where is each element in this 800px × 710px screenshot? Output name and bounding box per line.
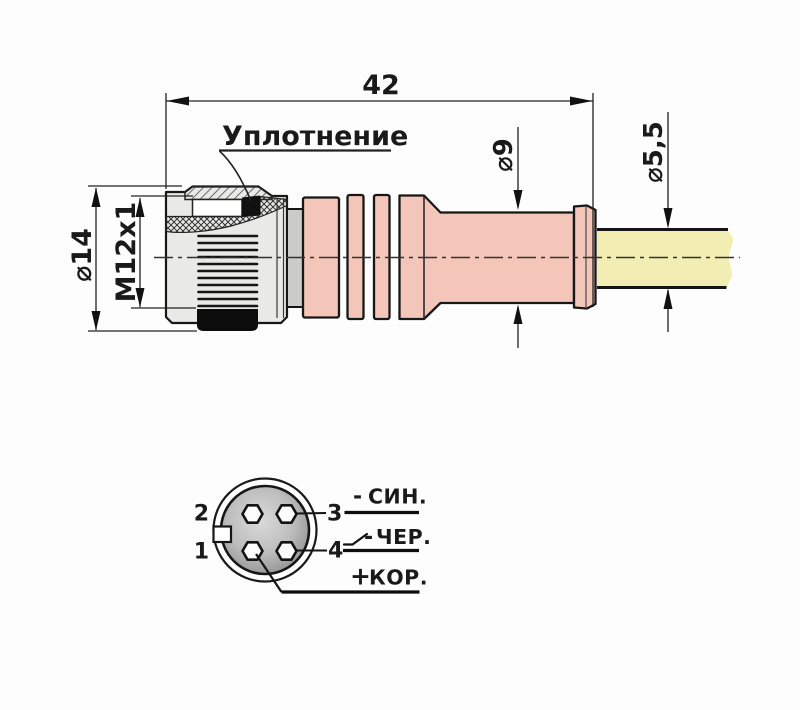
wire-black-label: ЧЕР. [376, 525, 431, 549]
seal-leader-line [218, 150, 252, 202]
dim-cable-diameter-label: ⌀5,5 [639, 121, 669, 183]
wire-brown-polarity: + [350, 562, 371, 591]
pin-1-leader [255, 553, 283, 593]
pin-1-hole [241, 541, 264, 561]
arrowhead [513, 304, 523, 324]
arrowhead [663, 288, 673, 309]
wire-blue-polarity: - [353, 485, 362, 510]
dim-cable-diameter: ⌀5,5 [639, 112, 673, 332]
nut-section-hatch [184, 185, 273, 201]
wire-black-polarity: - [364, 525, 373, 550]
arrowhead [91, 187, 101, 207]
cable [597, 229, 734, 288]
pin-4-hole [275, 541, 298, 561]
arrowhead [135, 288, 145, 308]
dim-nut-diameter-label: ⌀14 [67, 228, 98, 282]
dim-nut-diameter: ⌀14 [67, 185, 197, 332]
gland-crosshatch [165, 195, 288, 234]
thread-label: M12x1 [111, 202, 142, 303]
arrowhead [91, 311, 101, 331]
arrowhead [166, 96, 189, 106]
pin-2-hole [241, 504, 264, 524]
wire-blue-label: СИН. [368, 485, 427, 509]
pin-1-label: 1 [194, 540, 209, 565]
pin-2-label: 2 [194, 502, 209, 527]
pinout-face [219, 484, 311, 576]
pinout-diagram: 2 1 3 4 - СИН. - ЧЕР. + КОР. [194, 477, 431, 594]
arrowhead [135, 197, 145, 217]
dim-overall-length: 42 [165, 70, 594, 307]
key-notch [212, 525, 233, 544]
seal-callout-label: Уплотнение [222, 121, 408, 152]
pin-3-leader [296, 512, 327, 515]
dim-boot-diameter: ⌀9 [489, 127, 523, 348]
nut-cavity [191, 198, 243, 218]
seal-callout: Уплотнение [218, 121, 408, 202]
dim-boot-diameter-label: ⌀9 [489, 138, 519, 172]
arrowhead [570, 96, 593, 106]
dim-thread: M12x1 [111, 195, 196, 309]
pin-3-label: 3 [327, 502, 342, 527]
wire-brown-label: КОР. [369, 566, 428, 590]
switch-contact-icon [342, 532, 369, 546]
wire-blue: - СИН. [344, 485, 427, 515]
pin-3-hole [275, 504, 298, 524]
wire-black: - ЧЕР. [342, 525, 431, 553]
pin-4-label: 4 [328, 539, 343, 564]
wire-brown: + КОР. [281, 562, 428, 594]
arrowhead [663, 208, 673, 229]
thread-end-band [197, 309, 258, 331]
arrowhead [513, 190, 523, 210]
dim-overall-length-label: 42 [362, 70, 400, 101]
seal-element [242, 195, 260, 217]
